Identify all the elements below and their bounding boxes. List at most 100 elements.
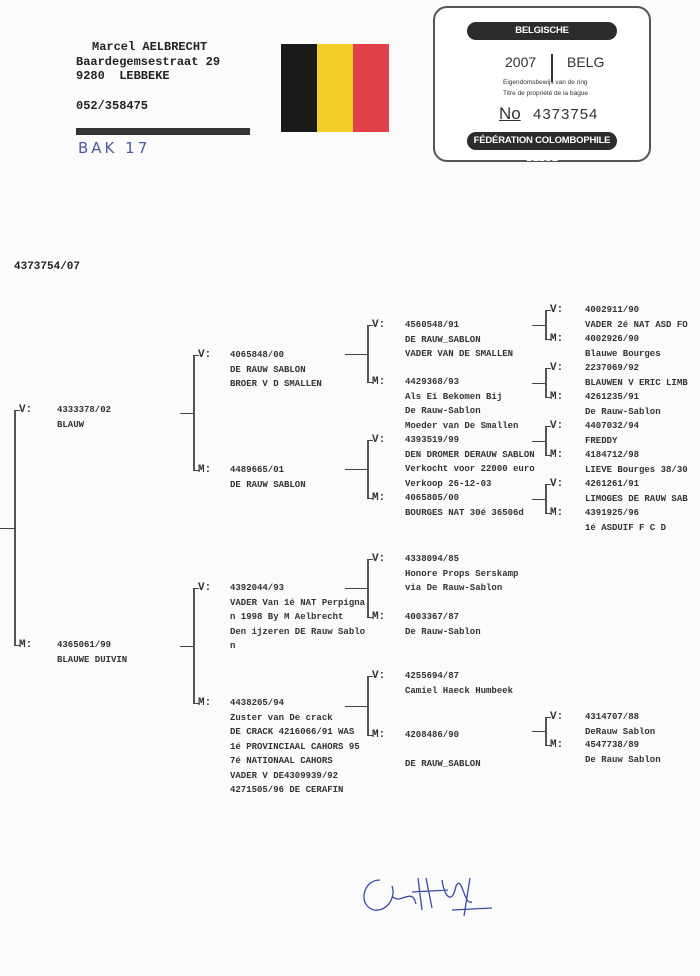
bracket-cap [545, 717, 551, 718]
bracket-line [367, 440, 369, 498]
card-top-banner: BELGISCHE DUIVENLIEFHEBBERSBOND [467, 22, 617, 54]
bracket-cap [367, 676, 373, 677]
bracket-cap [193, 703, 199, 704]
bracket-connector [532, 499, 545, 500]
pedigree-entry-line: DE RAUW_SABLON [405, 334, 481, 345]
sire-label: V: [550, 304, 564, 316]
pedigree-entry-line: 4338094/85 [405, 554, 460, 564]
pedigree-entry-line: BLAUW [57, 419, 85, 430]
bracket-connector [532, 325, 545, 326]
bracket-connector [0, 528, 14, 529]
pedigree-entry-line: BLAUWEN V ERIC LIMB [585, 377, 688, 388]
bracket-line [545, 310, 547, 339]
sire-label: V: [372, 434, 386, 446]
bracket-connector [345, 469, 367, 470]
pedigree-entry-line: n [230, 641, 236, 651]
pedigree-entry-line: VADER V DE4309939/92 [230, 770, 339, 781]
bracket-connector [532, 441, 545, 442]
bracket-connector [345, 706, 367, 707]
handwritten-note: BAK 17 [78, 139, 151, 157]
sire-label: V: [550, 711, 564, 723]
dam-label: M: [198, 697, 212, 709]
bracket-connector [532, 383, 545, 384]
bracket-line [545, 717, 547, 745]
bracket-cap [367, 498, 373, 499]
pedigree-entry-line: DEN DROMER DERAUW SABLON [405, 449, 535, 460]
pedigree-entry-line: De Rauw-Sablon [405, 626, 481, 637]
bracket-line [367, 325, 369, 382]
pedigree-entry-line: n 1998 By M Aelbrecht [230, 612, 344, 622]
pedigree-entry-line: DE RAUW SABLON [230, 479, 306, 490]
bracket-cap [367, 617, 373, 618]
bracket-line [193, 588, 195, 703]
dam-label: M: [550, 507, 564, 519]
bracket-cap [545, 513, 551, 514]
bracket-connector [180, 646, 193, 647]
pedigree-entry-line: Verkocht voor 22000 euro [405, 464, 535, 474]
pedigree-entry-line: LIMOGES DE RAUW SAB [585, 493, 688, 504]
pedigree-entry-line: Verkoop 26-12-03 [405, 478, 492, 489]
flag-stripe-black [281, 44, 317, 132]
owner-phone: 052/358475 [76, 99, 149, 113]
pedigree-entry-line: 4261261/91 [585, 479, 640, 489]
card-number-prefix: No [499, 104, 521, 123]
sire-label: V: [550, 478, 564, 490]
pedigree-entry-line: 4184712/98 [585, 450, 640, 460]
sire-label: V: [372, 553, 386, 565]
pedigree-entry-line: 4002926/90 [585, 334, 640, 344]
bracket-connector [345, 588, 367, 589]
pedigree-entry-line: De Rauw-Sablon [585, 406, 661, 417]
bracket-cap [193, 355, 199, 356]
pedigree-entry-line: 1é ASDUIF F C D [585, 522, 667, 533]
owner-name: Marcel AELBRECHT [92, 40, 208, 54]
dam-label: M: [550, 391, 564, 403]
pedigree-entry-line: DE RAUW_SABLON [405, 759, 481, 769]
pedigree-entry-line: Camiel Haeck Humbeek [405, 685, 514, 696]
flag-stripe-yellow [317, 44, 353, 132]
bracket-cap [193, 470, 199, 471]
pedigree-entry-line: DeRauw Sablon [585, 726, 656, 737]
header-divider [76, 128, 250, 135]
bracket-line [367, 559, 369, 617]
pedigree-entry-line: Blauwe Bourges [585, 348, 661, 359]
pedigree-entry-line: 4271505/96 DE CERAFIN [230, 785, 344, 795]
bracket-line [545, 426, 547, 455]
signature [363, 877, 493, 917]
sire-label: V: [372, 670, 386, 682]
pedigree-entry-line: 4002911/90 [585, 305, 640, 315]
bracket-cap [545, 368, 551, 369]
bracket-cap [545, 397, 551, 398]
pedigree-entry-line: 4560548/91 [405, 320, 460, 330]
pedigree-entry-line: 4365061/99 [57, 640, 112, 650]
sire-label: V: [372, 319, 386, 331]
bracket-cap [545, 455, 551, 456]
pedigree-entry-line: 4065848/00 [230, 350, 285, 360]
bracket-connector [345, 354, 367, 355]
pedigree-entry-line: BLAUWE DUIVIN [57, 654, 128, 665]
pedigree-entry-line: LIEVE Bourges 38/30 [585, 464, 688, 475]
pedigree-entry-line: 2237069/92 [585, 363, 640, 373]
pedigree-entry-line: 4261235/91 [585, 392, 640, 402]
pedigree-entry-line: via De Rauw-Sablon [405, 583, 503, 593]
dam-label: M: [372, 729, 386, 741]
belgian-flag [281, 44, 389, 132]
pedigree-entry-line: 1é PROVINCIAAL CAHORS 95 [230, 741, 360, 752]
bracket-cap [367, 735, 373, 736]
bracket-cap [14, 410, 20, 411]
bracket-line [545, 368, 547, 397]
bracket-cap [545, 426, 551, 427]
pedigree-entry-line: 4489665/01 [230, 465, 285, 475]
pedigree-entry-line: 4208486/90 [405, 730, 460, 740]
sire-label: V: [550, 420, 564, 432]
pedigree-entry-line: 4407032/94 [585, 421, 640, 431]
dam-label: M: [550, 739, 564, 751]
pedigree-entry-line: 4314707/88 [585, 712, 640, 722]
pedigree-entry-line: Honore Props Serskamp [405, 568, 519, 579]
pedigree-entry-line: BOURGES NAT 30é 36506d [405, 507, 524, 518]
sire-label: V: [198, 349, 212, 361]
bracket-cap [367, 325, 373, 326]
bracket-cap [367, 382, 373, 383]
dam-label: M: [372, 376, 386, 388]
bracket-cap [545, 339, 551, 340]
flag-stripe-red [353, 44, 389, 132]
